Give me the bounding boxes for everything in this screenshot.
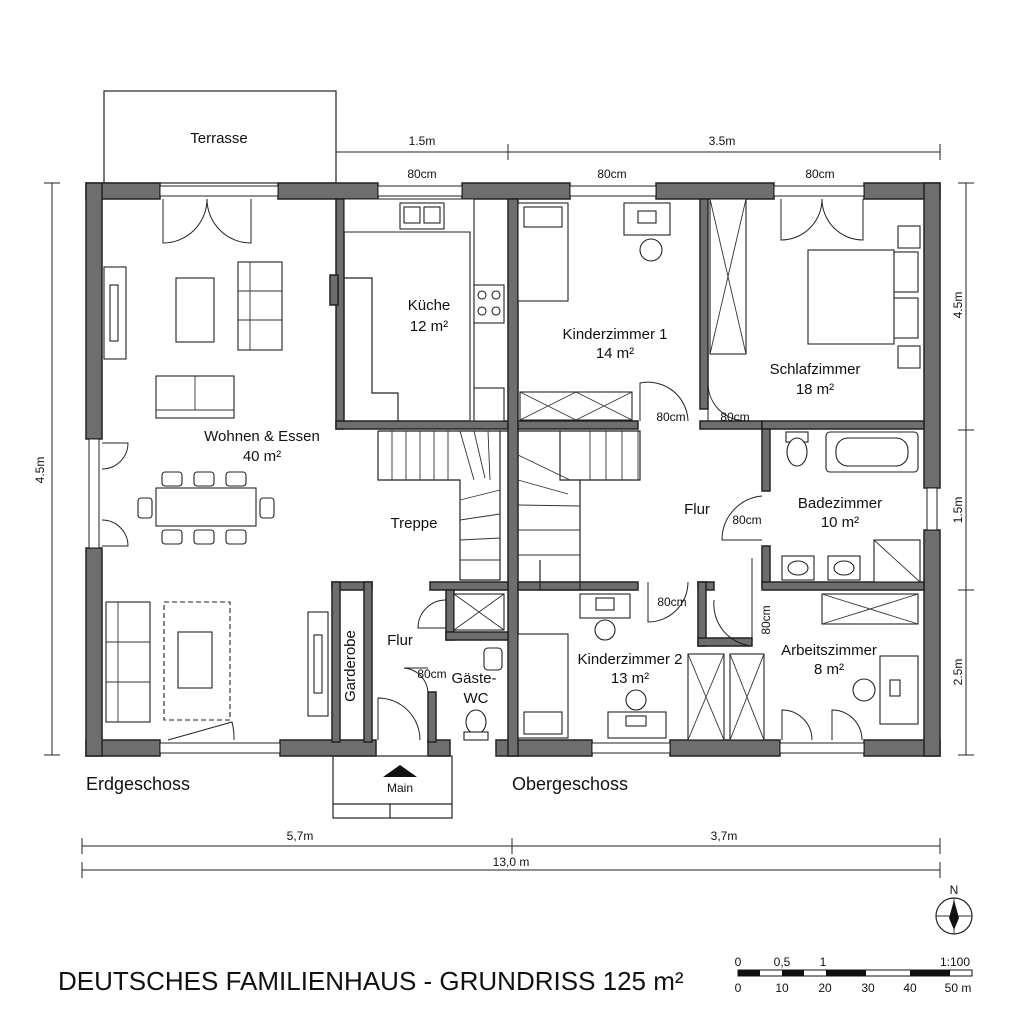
compass-label: N: [950, 883, 959, 897]
door-width-label: 80cm: [720, 410, 749, 424]
dim-total: 13,0 m: [493, 855, 530, 869]
dim-top-left: 1.5m: [409, 134, 436, 148]
svg-text:1: 1: [820, 955, 827, 969]
left-dimension: 4.5m: [33, 182, 60, 756]
hall-ground-label: Flur: [387, 632, 413, 649]
schlaf-furniture: [707, 198, 921, 422]
dim-right-mid: 1.5m: [951, 497, 965, 524]
bedroom-area: 18 m²: [796, 381, 834, 398]
study-area: 8 m²: [814, 661, 844, 678]
svg-text:0: 0: [735, 955, 742, 969]
hall-upper-label: Flur: [684, 501, 710, 518]
living-label: Wohnen & Essen: [204, 428, 320, 445]
living-area: 40 m²: [243, 448, 281, 465]
dim-right-bottom: 2.5m: [951, 659, 965, 686]
bottom-dimensions: 5,7m 3,7m 13,0 m: [81, 829, 941, 878]
window-width-label: 80cm: [805, 167, 834, 181]
windows: [88, 185, 938, 754]
kids-room-1-label: Kinderzimmer 1: [562, 326, 667, 343]
doors-ground: [101, 198, 447, 741]
outer-walls: [85, 182, 941, 757]
dim-bottom-left: 5,7m: [287, 829, 314, 843]
kids-room-1-area: 14 m²: [596, 345, 634, 362]
dim-bottom-right: 3,7m: [711, 829, 738, 843]
guest-wc-label-1: Gäste-: [451, 670, 496, 687]
terrace: Terrasse: [103, 90, 337, 184]
terrace-label: Terrasse: [190, 130, 248, 147]
entrance-arrow-icon: [383, 765, 417, 777]
kinder1-furniture: [517, 202, 689, 422]
staircase: [377, 430, 641, 591]
study-label: Arbeitszimmer: [781, 642, 877, 659]
door-width-label: 80cm: [656, 410, 685, 424]
entrance: Main: [332, 755, 453, 819]
bedroom-label: Schlafzimmer: [770, 361, 861, 378]
ground-floor-label: Erdgeschoss: [86, 774, 190, 794]
door-width-label: 80cm: [417, 667, 446, 681]
kitchen-label: Küche: [408, 297, 451, 314]
door-width-label: 80cm: [759, 605, 773, 634]
kitchen-fixtures: [343, 198, 505, 422]
right-dimensions: 4.5m 1.5m 2.5m: [951, 182, 974, 756]
svg-text:10: 10: [775, 981, 789, 995]
svg-text:20: 20: [818, 981, 832, 995]
upper-floor-label: Obergeschoss: [512, 774, 628, 794]
north-arrow-icon: N: [935, 883, 973, 935]
dim-top-right: 3.5m: [709, 134, 736, 148]
svg-text:0: 0: [735, 981, 742, 995]
garderobe-label: Garderobe: [342, 630, 359, 702]
wc-fixtures: [453, 593, 505, 741]
living-furniture: [103, 261, 329, 723]
top-dimensions: 1.5m 3.5m: [335, 134, 941, 160]
scale-bar: 0 0,5 1 1:100 0 10 20 30 40 50 m: [735, 955, 973, 995]
arbeit-furniture: [713, 558, 919, 741]
bathroom-label: Badezimmer: [798, 495, 882, 512]
svg-text:50 m: 50 m: [945, 981, 972, 995]
svg-text:0,5: 0,5: [774, 955, 791, 969]
window-width-label: 80cm: [407, 167, 436, 181]
door-width-label: 80cm: [732, 513, 761, 527]
dim-left: 4.5m: [33, 457, 47, 484]
kitchen-area: 12 m²: [410, 318, 448, 335]
bathroom-area: 10 m²: [821, 514, 859, 531]
svg-text:40: 40: [903, 981, 917, 995]
guest-wc-label-2: WC: [464, 690, 489, 707]
svg-text:30: 30: [861, 981, 875, 995]
window-width-label: 80cm: [597, 167, 626, 181]
scale-ratio: 1:100: [940, 955, 970, 969]
stairs-label: Treppe: [391, 515, 438, 532]
kids-room-2-label: Kinderzimmer 2: [577, 651, 682, 668]
bath-fixtures: [721, 431, 921, 583]
dim-right-top: 4.5m: [951, 292, 965, 319]
kinder2-furniture: [517, 581, 725, 741]
door-width-label: 80cm: [657, 595, 686, 609]
kids-room-2-area: 13 m²: [611, 670, 649, 687]
page-title: DEUTSCHES FAMILIENHAUS - GRUNDRISS 125 m…: [58, 966, 684, 996]
interior-walls: [329, 198, 925, 757]
main-entrance-label: Main: [387, 781, 413, 795]
